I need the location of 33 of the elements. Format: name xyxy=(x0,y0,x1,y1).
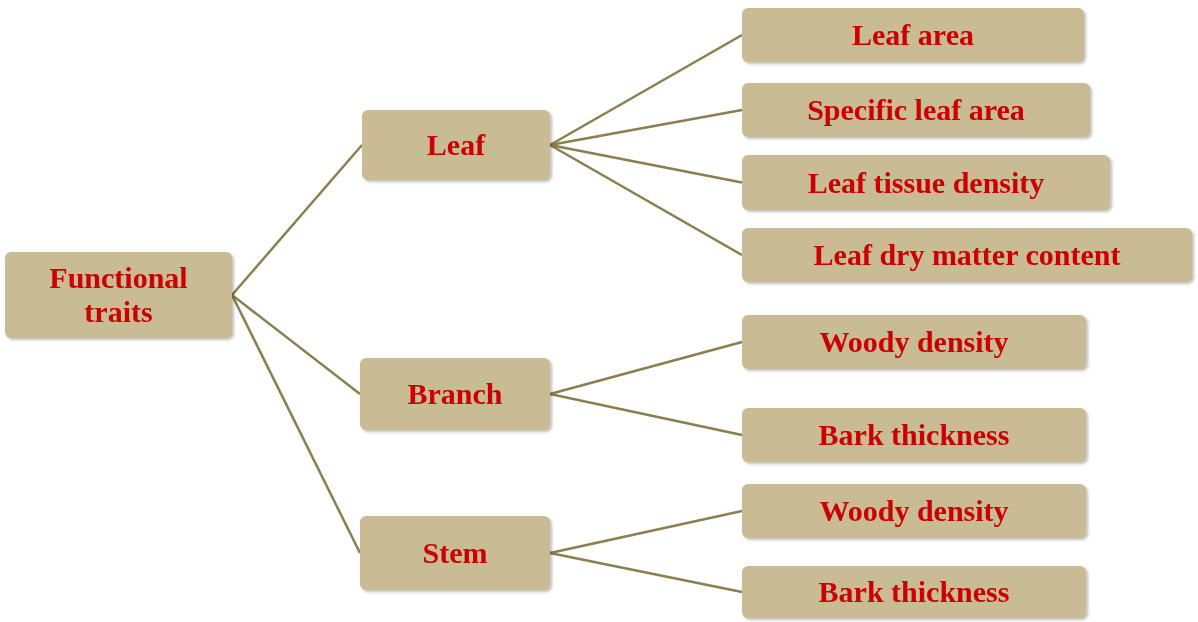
connector-line xyxy=(549,340,743,396)
trait-label: Woody density xyxy=(819,325,1009,359)
trait-label: Leaf dry matter content xyxy=(813,238,1121,272)
trait-box xyxy=(742,83,1090,137)
connector-line xyxy=(549,33,743,147)
trait-box xyxy=(360,516,550,590)
connector-line xyxy=(549,143,743,257)
trait-box xyxy=(742,8,1084,62)
trait-label: Leaf tissue density xyxy=(807,165,1045,200)
trait-box xyxy=(362,110,550,180)
trait-label: Branch xyxy=(407,377,503,411)
trait-box xyxy=(742,228,1192,282)
trait-box xyxy=(742,315,1086,369)
trait-label: Specific leaf area xyxy=(807,93,1025,127)
connector-line xyxy=(231,294,361,395)
connector-line xyxy=(549,551,743,594)
trait-box xyxy=(742,408,1086,462)
trait-box xyxy=(742,484,1086,538)
trait-label: Bark thickness xyxy=(818,418,1010,452)
trait-label: Stem xyxy=(422,536,488,570)
trait-label: Leaf area xyxy=(852,18,974,52)
connector-line xyxy=(231,144,363,296)
trait-box xyxy=(5,252,232,338)
trait-box xyxy=(360,358,550,430)
trait-box xyxy=(742,155,1110,210)
connector-line xyxy=(230,294,362,554)
trait-label: Functional traits xyxy=(48,261,189,329)
connector-line xyxy=(549,509,743,555)
trait-box xyxy=(742,566,1086,618)
trait-label: Leaf xyxy=(426,128,486,162)
trait-label: Woody density xyxy=(819,494,1009,528)
trait-label: Bark thickness xyxy=(818,575,1010,609)
connector-line xyxy=(549,392,743,437)
